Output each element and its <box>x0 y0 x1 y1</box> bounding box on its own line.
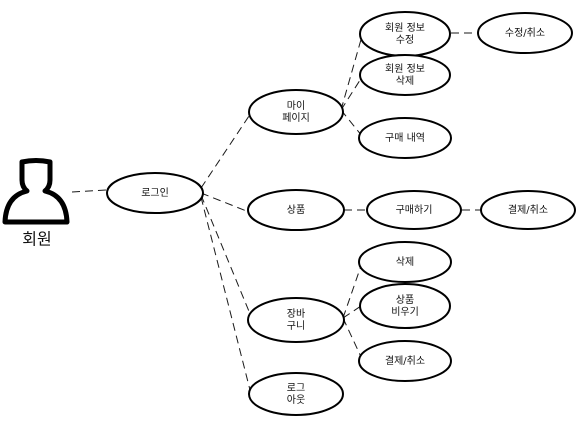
actor-member: 회원 <box>2 158 70 249</box>
use-case-ellipse-mypage <box>248 89 344 135</box>
use-case-label-mypage-line-1: 마이 <box>287 100 305 112</box>
use-case-buy: 구매하기 <box>366 190 462 230</box>
use-case-ellipse-pay-cancel-2 <box>358 340 452 382</box>
use-case-label-pay-cancel-2-line-1: 결제/취소 <box>385 355 425 367</box>
use-case-ellipse-product <box>247 189 345 231</box>
use-case-label-login-line-1: 로그인 <box>141 187 169 199</box>
edge-actor-to-login <box>71 189 108 193</box>
edge-cart-to-cart-empty <box>342 305 362 319</box>
use-case-label-logout-line-2: 아웃 <box>287 394 305 406</box>
use-case-label-product-line-1: 상품 <box>287 204 305 216</box>
use-case-label-purchase-history-line-1: 구매 내역 <box>385 132 425 144</box>
use-case-ellipse-edit-info <box>359 11 451 57</box>
use-case-ellipse-cart <box>247 297 345 343</box>
edge-login-to-mypage <box>200 112 252 189</box>
edges-layer <box>71 32 481 391</box>
use-case-label-logout-line-1: 로그 <box>287 383 305 394</box>
use-case-edit-cancel: 수정/취소 <box>477 12 573 54</box>
use-case-ellipse-buy <box>366 190 462 230</box>
use-case-label-mypage-line-2: 페이지 <box>282 112 310 124</box>
use-case-ellipse-login <box>106 172 204 214</box>
use-case-label-edit-cancel-line-1: 수정/취소 <box>505 27 545 39</box>
use-case-ellipse-cart-delete <box>358 241 452 283</box>
use-case-label-delete-info-line-1: 회원 정보 <box>385 63 425 75</box>
edge-login-to-cart <box>200 194 254 322</box>
use-case-label-edit-info-line-1: 회원 정보 <box>385 22 425 34</box>
use-case-label-delete-info-line-2: 삭제 <box>396 75 414 87</box>
edge-mypage-to-delete-info <box>340 76 363 111</box>
use-case-label-cart-line-1: 장바 <box>287 308 305 320</box>
use-case-label-cart-empty-line-2: 비우기 <box>391 306 419 318</box>
use-case-cart-delete: 삭제 <box>358 241 452 283</box>
user-icon <box>2 158 70 225</box>
use-case-label-buy-line-1: 구매하기 <box>396 203 433 216</box>
edge-cart-to-cart-delete <box>342 262 363 319</box>
edge-login-to-logout <box>200 196 251 391</box>
use-case-label-pay-cancel-1-line-1: 결제/취소 <box>508 204 548 216</box>
actor-label: 회원 <box>22 230 51 249</box>
use-case-label-cart-empty-line-1: 상품 <box>396 294 414 306</box>
use-case-ellipse-logout <box>248 372 344 416</box>
use-case-product: 상품 <box>247 189 345 231</box>
edge-cart-to-pay-cancel-2 <box>342 317 363 360</box>
edge-mypage-to-edit-info <box>340 35 363 111</box>
use-case-ellipse-purchase-history <box>358 117 452 159</box>
use-case-label-cart-delete-line-1: 삭제 <box>396 256 414 268</box>
use-case-ellipse-cart-empty <box>359 283 451 329</box>
use-case-ellipse-delete-info <box>359 54 451 96</box>
use-case-ellipse-edit-cancel <box>477 12 573 54</box>
edge-login-to-product <box>200 192 250 213</box>
use-case-purchase-history: 구매 내역 <box>358 117 452 159</box>
use-case-ellipse-pay-cancel-1 <box>480 190 576 230</box>
use-case-pay-cancel-1: 결제/취소 <box>480 190 576 230</box>
edge-mypage-to-purchase-history <box>340 109 363 137</box>
use-case-pay-cancel-2: 결제/취소 <box>358 340 452 382</box>
use-case-label-edit-info-line-2: 수정 <box>396 34 414 46</box>
use-case-login: 로그인 <box>106 172 204 214</box>
use-case-label-cart-line-2: 구니 <box>287 320 305 332</box>
